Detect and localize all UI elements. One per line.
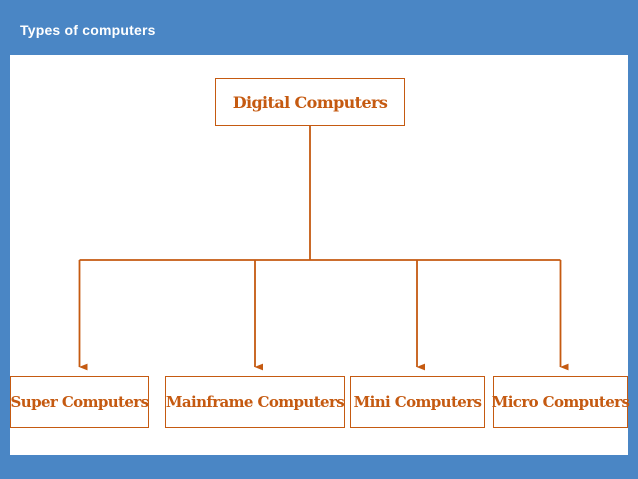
node-label: Digital Computers bbox=[232, 92, 388, 112]
title-bar: Types of computers bbox=[0, 0, 638, 55]
node-label: Mini Computers bbox=[353, 393, 482, 411]
left-border-accent bbox=[0, 0, 10, 479]
node-label: Super Computers bbox=[10, 393, 150, 411]
right-border-accent bbox=[628, 0, 638, 479]
connector-lines bbox=[78, 126, 569, 371]
node-label: Mainframe Computers bbox=[165, 393, 345, 411]
node-mini-computers[interactable]: Mini Computers bbox=[350, 376, 485, 428]
node-digital-computers[interactable]: Digital Computers bbox=[215, 78, 405, 126]
node-micro-computers[interactable]: Micro Computers bbox=[491, 376, 630, 428]
node-mainframe-computers[interactable]: Mainframe Computers bbox=[165, 376, 345, 428]
node-label: Micro Computers bbox=[491, 393, 630, 411]
diagram-canvas: Digital Computers Super Computers Mainfr… bbox=[10, 55, 630, 455]
node-super-computers[interactable]: Super Computers bbox=[10, 376, 149, 428]
page-title: Types of computers bbox=[20, 22, 156, 38]
bottom-border-accent bbox=[0, 455, 638, 479]
